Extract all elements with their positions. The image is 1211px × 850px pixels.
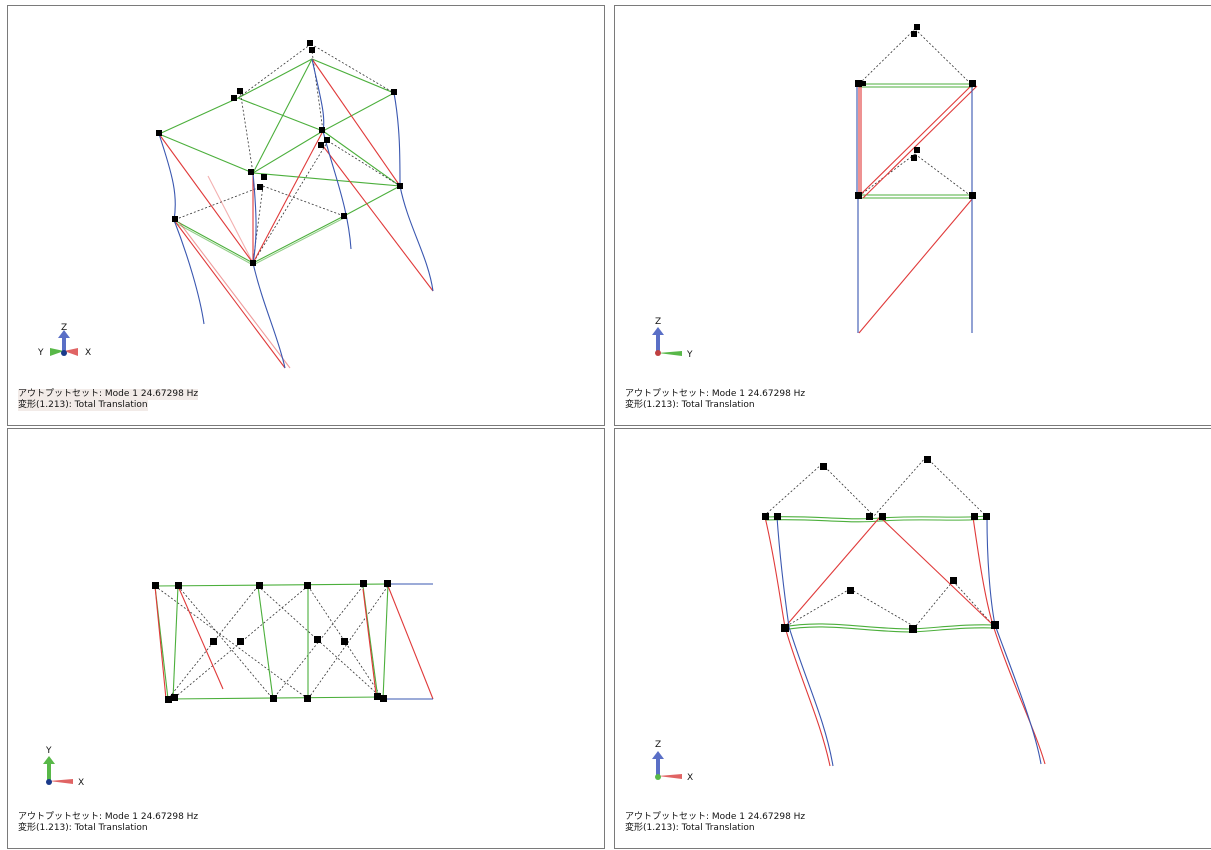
nodes [855, 24, 976, 199]
dashed-lines [154, 585, 389, 700]
deformation-label: 変形(1.213): Total Translation [625, 400, 755, 410]
deformation-label: 変形(1.213): Total Translation [625, 823, 755, 833]
braces [158, 58, 434, 369]
deformation-label: 変形(1.213): Total Translation [18, 400, 148, 411]
dashed-lines [858, 28, 972, 197]
result-legend: アウトプットセット: Mode 1 24.67298 Hz 変形(1.213):… [625, 389, 805, 411]
columns [158, 58, 434, 369]
beams [764, 515, 996, 633]
result-legend: アウトプットセット: Mode 1 24.67298 Hz 変形(1.213):… [18, 812, 198, 834]
viewport-isometric[interactable]: Z Y X アウトプットセット: Mode 1 24.67298 Hz 変形(1… [7, 5, 605, 426]
axis-label-z: Z [655, 317, 661, 327]
axis-label-y: Y [45, 746, 52, 756]
columns [856, 84, 973, 333]
side-model: Z Y [652, 24, 978, 360]
dashed-lines [764, 456, 994, 628]
axis-triad [652, 751, 682, 780]
axis-label-x: X [78, 778, 84, 788]
axis-label-y: Y [37, 348, 44, 358]
axis-triad [652, 327, 682, 356]
nodes [762, 456, 999, 633]
axis-triad [43, 756, 73, 785]
axis-label-x: X [687, 773, 693, 783]
nodes [152, 580, 391, 703]
axis-label-z: Z [655, 740, 661, 750]
axis-label-z: Z [61, 323, 67, 333]
result-legend: アウトプットセット: Mode 1 24.67298 Hz 変形(1.213):… [18, 389, 199, 411]
isometric-model: Z Y X [37, 40, 434, 369]
result-legend: アウトプットセット: Mode 1 24.67298 Hz 変形(1.213):… [625, 812, 805, 834]
output-set-label: アウトプットセット: Mode 1 24.67298 Hz [625, 812, 806, 822]
output-set-label: アウトプットセット: Mode 1 24.67298 Hz [18, 812, 199, 822]
columns [383, 583, 433, 700]
braces [154, 585, 434, 700]
beams [154, 583, 389, 700]
top-beams [158, 58, 402, 266]
output-set-label: アウトプットセット: Mode 1 24.67298 Hz [18, 389, 199, 400]
braces [764, 516, 1046, 767]
beams [859, 83, 973, 199]
dashed-lines [173, 43, 401, 264]
top-model: Y X [43, 580, 434, 788]
output-set-label: アウトプットセット: Mode 1 24.67298 Hz [625, 389, 806, 399]
axis-triad [50, 330, 78, 356]
axis-label-x: X [85, 348, 91, 358]
front-model: Z X [652, 456, 1046, 783]
nodes [156, 40, 403, 266]
viewport-top-xy[interactable]: Y X アウトプットセット: Mode 1 24.67298 Hz 変形(1.2… [7, 428, 605, 849]
viewport-side-yz[interactable]: Z Y アウトプットセット: Mode 1 24.67298 Hz 変形(1.2… [614, 5, 1211, 426]
deformation-label: 変形(1.213): Total Translation [18, 823, 148, 833]
viewport-front-xz[interactable]: Z X アウトプットセット: Mode 1 24.67298 Hz 変形(1.2… [614, 428, 1211, 849]
axis-label-y: Y [686, 350, 693, 360]
columns [776, 516, 1042, 767]
braces [858, 83, 978, 334]
